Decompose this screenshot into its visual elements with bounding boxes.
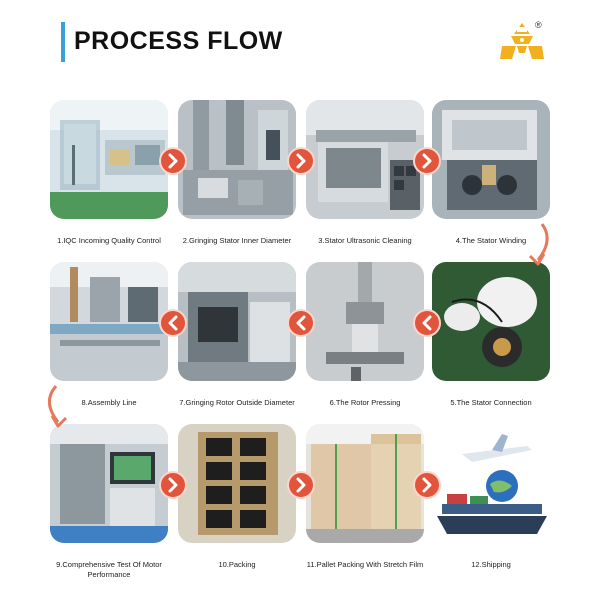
step-8-photo	[50, 262, 168, 381]
step-4-label: 4.The Stator Winding	[455, 236, 527, 245]
page-title: PROCESS FLOW	[74, 27, 283, 55]
connector-arrow-left-down	[48, 385, 68, 428]
arrow-right-icon	[159, 471, 187, 499]
step-1-label: 1.IQC Incoming Quality Control	[57, 236, 161, 245]
step-12-photo	[432, 424, 550, 543]
arrow-right-icon	[287, 471, 315, 499]
step-5-photo	[432, 262, 550, 381]
step-9-label: 9.Comprehensive Test Of Motor Performanc…	[56, 560, 162, 579]
step-7-photo	[178, 262, 296, 381]
registered-mark: ®	[535, 20, 542, 30]
step-2-photo	[178, 100, 296, 219]
step-4-photo	[432, 100, 550, 219]
step-6-label: 6.The Rotor Pressing	[329, 398, 401, 407]
step-10-photo	[178, 424, 296, 543]
step-7-label: 7.Gringing Rotor Outside Diameter	[179, 398, 295, 407]
step-3-label: 3.Stator Ultrasonic Cleaning	[318, 236, 412, 245]
connector-arrow-right-down	[528, 223, 549, 266]
step-11-label: 11.Pallet Packing With Stretch Film	[306, 560, 424, 569]
step-9-photo	[50, 424, 168, 543]
step-12-label: 12.Shipping	[471, 560, 511, 569]
arrow-right-icon	[413, 471, 441, 499]
step-8-label: 8.Assembly Line	[81, 398, 137, 407]
step-2-label: 2.Gringing Stator Inner Diameter	[182, 236, 292, 245]
arrow-left-icon	[287, 309, 315, 337]
arrow-left-icon	[159, 309, 187, 337]
step-6-photo	[306, 262, 424, 381]
arrow-right-icon	[413, 147, 441, 175]
step-11-photo	[306, 424, 424, 543]
arrow-right-icon	[287, 147, 315, 175]
arrow-right-icon	[159, 147, 187, 175]
company-logo-icon	[500, 22, 544, 60]
step-5-label: 5.The Stator Connection	[450, 398, 532, 407]
step-10-label: 10.Packing	[218, 560, 256, 569]
title-accent-bar	[61, 22, 65, 62]
arrow-left-icon	[413, 309, 441, 337]
step-3-photo	[306, 100, 424, 219]
step-1-photo	[50, 100, 168, 219]
